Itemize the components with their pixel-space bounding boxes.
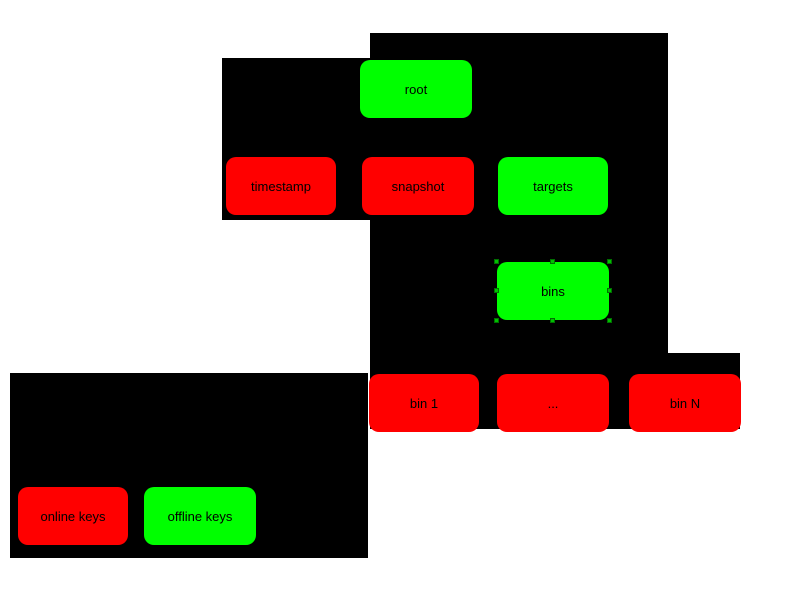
selection-handle-tr[interactable] xyxy=(607,259,612,264)
node-root[interactable]: root xyxy=(360,60,472,118)
node-label-online-keys: online keys xyxy=(40,508,106,524)
node-label-bin-1: bin 1 xyxy=(409,395,439,411)
node-timestamp[interactable]: timestamp xyxy=(226,157,336,215)
node-label-bin-ellipsis: ... xyxy=(547,395,559,411)
node-online-keys[interactable]: online keys xyxy=(18,487,128,545)
node-snapshot[interactable]: snapshot xyxy=(362,157,474,215)
node-bin-n[interactable]: bin N xyxy=(629,374,741,432)
selection-handle-tl[interactable] xyxy=(494,259,499,264)
node-bin-ellipsis[interactable]: ... xyxy=(497,374,609,432)
node-label-snapshot: snapshot xyxy=(391,178,445,194)
selection-handle-tm[interactable] xyxy=(550,259,555,264)
node-targets[interactable]: targets xyxy=(498,157,608,215)
selection-handle-rm[interactable] xyxy=(607,288,612,293)
selection-handle-lm[interactable] xyxy=(494,288,499,293)
node-offline-keys[interactable]: offline keys xyxy=(144,487,256,545)
node-bins[interactable]: bins xyxy=(494,259,612,323)
node-label-root: root xyxy=(404,81,428,97)
node-label-bin-n: bin N xyxy=(669,395,701,411)
selection-handle-br[interactable] xyxy=(607,318,612,323)
node-label-bins: bins xyxy=(541,283,565,299)
selection-handle-bl[interactable] xyxy=(494,318,499,323)
node-label-timestamp: timestamp xyxy=(251,178,311,194)
node-label-offline-keys: offline keys xyxy=(167,508,233,524)
selection-handle-bm[interactable] xyxy=(550,318,555,323)
node-label-targets: targets xyxy=(533,178,573,194)
node-bin-1[interactable]: bin 1 xyxy=(369,374,479,432)
